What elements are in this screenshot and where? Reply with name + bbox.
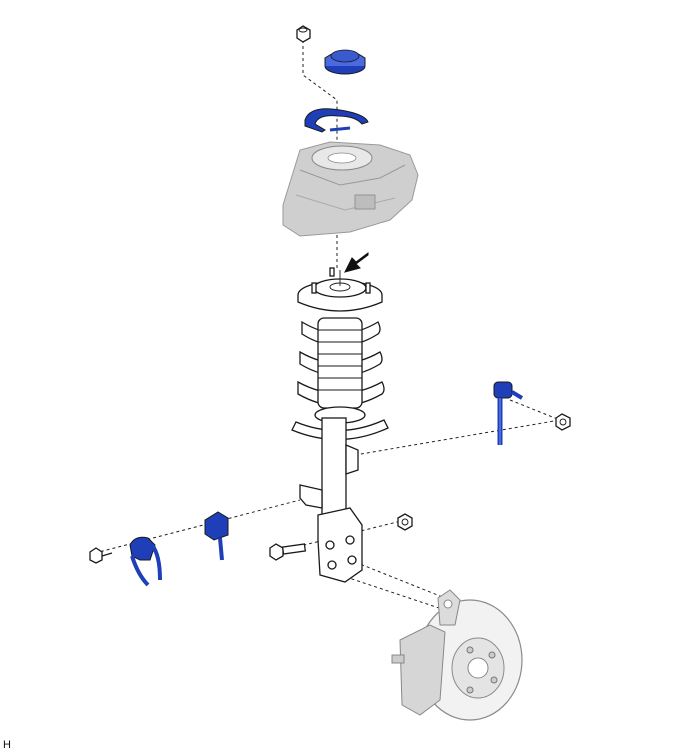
stabilizer-link-icon: [493, 381, 524, 445]
top-nut-icon: [296, 25, 311, 43]
speed-sensor-bracket-icon: [204, 511, 229, 561]
body-mount-icon: [282, 141, 419, 237]
link-nut-icon: [555, 413, 571, 431]
strut-assembly-icon: [291, 267, 389, 583]
knuckle-bolt-icon: [269, 543, 307, 561]
retaining-clip-icon: [304, 108, 369, 133]
bracket-bolt-icon: [89, 547, 113, 564]
figure-corner-letter: H: [3, 739, 11, 751]
arrow-indicator-icon: [344, 252, 369, 273]
steering-knuckle-icon: [391, 589, 523, 721]
knuckle-nut-icon: [397, 513, 413, 531]
brake-hose-bracket-icon: [129, 536, 162, 587]
dust-cap-icon: [324, 49, 366, 75]
assembly-lines: [94, 40, 561, 611]
